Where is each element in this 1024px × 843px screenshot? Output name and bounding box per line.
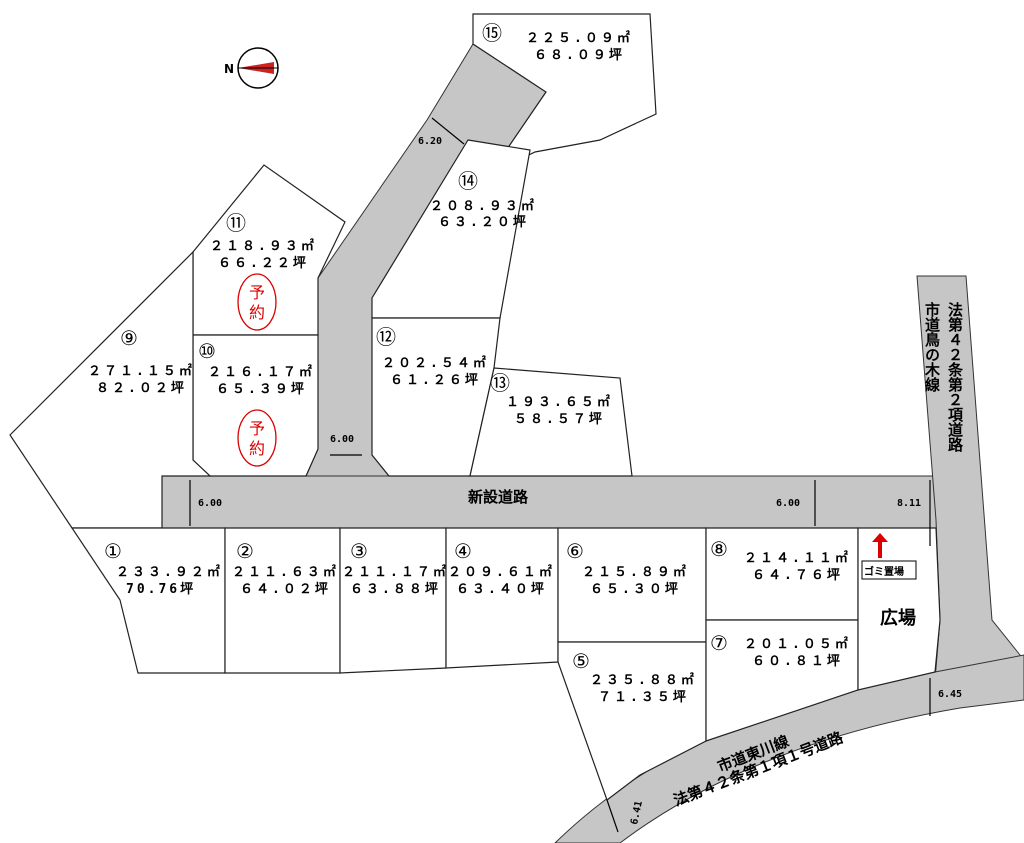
lot-3-number: ③: [350, 539, 368, 563]
lot-9-number: ⑨: [120, 326, 138, 350]
dim-8-11: 8.11: [897, 498, 921, 509]
lot-9-sqm: ２７１.１５㎡: [88, 363, 195, 379]
lot-2-tsubo: ６４.０２坪: [240, 582, 331, 597]
lot-3-sqm: ２１１.１７㎡: [342, 564, 449, 580]
garbage-label: ゴミ置場: [864, 565, 904, 578]
dimension-marks: [189, 117, 931, 833]
garbage-box: [861, 560, 917, 580]
tori-road-label: 市道鳥の木線: [923, 301, 941, 393]
lot-11-number: ⑪: [226, 211, 246, 235]
garbage-arrow-icon: [872, 533, 888, 558]
lot-4-sqm: ２０９.６１㎡: [448, 564, 555, 580]
lot-12-tsubo: ６１.２６坪: [390, 373, 481, 388]
dim-6-45: 6.45: [938, 689, 962, 700]
lot-10-tsubo: ６５.３９坪: [216, 382, 307, 397]
lot-15-number: ⑮: [482, 21, 502, 45]
lot-11-tsubo: ６６.２２坪: [218, 256, 309, 271]
lot-2-sqm: ２１１.６３㎡: [232, 564, 339, 580]
lot-6-number: ⑥: [566, 539, 584, 563]
lot-15-tsubo: ６８.０９坪: [534, 48, 625, 63]
lot-6-tsubo: ６５.３０坪: [590, 582, 681, 597]
lot-5-number: ⑤: [572, 649, 590, 673]
lot-4-number: ④: [454, 539, 472, 563]
lot-9-tsubo: ８２.０２坪: [96, 381, 187, 396]
reserved-mark-lot-10: 予 約: [237, 409, 277, 467]
lot-1-sqm: ２３３.９２㎡: [116, 564, 223, 580]
lot-14-tsubo: ６３.２０坪: [438, 215, 529, 230]
lot-10-number: ⑩: [198, 339, 216, 363]
reserved-text-1: 予: [249, 283, 265, 302]
lot-13-number: ⑬: [490, 371, 510, 395]
compass: N: [224, 47, 279, 89]
lot-7-sqm: ２０１.０５㎡: [744, 636, 851, 652]
lot-15-sqm: ２２５.０９㎡: [526, 30, 633, 46]
lot-3-tsubo: ６３.８８坪: [350, 582, 441, 597]
lot-13-sqm: １９３.６５㎡: [506, 394, 613, 410]
lot-10-sqm: ２１６.１７㎡: [208, 364, 315, 380]
lot-13: [469, 367, 633, 477]
lot-14-number: ⑭: [458, 169, 478, 193]
lot-12-sqm: ２０２.５４㎡: [382, 355, 489, 371]
dim-6-20: 6.20: [418, 136, 442, 147]
reserved-text-4: 約: [249, 439, 265, 458]
lot-2-number: ②: [236, 539, 254, 563]
lot-15: [472, 13, 657, 176]
tori-road-sub-label: 法第４２条第２項道路: [946, 301, 964, 452]
lot-1-number: ①: [104, 539, 122, 563]
compass-label: N: [224, 62, 234, 76]
dim-6-00-right: 6.00: [776, 498, 800, 509]
lot-4-tsubo: ６３.４０坪: [456, 582, 547, 597]
reserved-text-2: 約: [249, 303, 265, 322]
lot-12-number: ⑫: [376, 325, 396, 349]
dim-6-00-branch: 6.00: [330, 434, 354, 445]
new-road: [161, 475, 941, 529]
lot-14-sqm: ２０８.９３㎡: [430, 198, 537, 214]
new-road-label: 新設道路: [468, 488, 529, 506]
lot-6-sqm: ２１５.８９㎡: [582, 564, 689, 580]
lot-1-tsubo: 70.76坪: [126, 582, 196, 597]
lot-8-sqm: ２１４.１１㎡: [744, 550, 851, 566]
lot-5-tsubo: ７１.３５坪: [598, 690, 689, 705]
lot-8-number: ⑧: [710, 537, 728, 561]
dim-6-41: 6.41: [629, 800, 645, 826]
reserved-mark-lot-11: 予 約: [237, 273, 277, 331]
lot-8-tsubo: ６４.７６坪: [752, 568, 843, 583]
lot-7-tsubo: ６０.８１坪: [752, 654, 843, 669]
reserved-text-3: 予: [249, 419, 265, 438]
dim-6-00-left: 6.00: [198, 498, 222, 509]
lot-11-sqm: ２１８.９３㎡: [210, 238, 317, 254]
lot-7-number: ⑦: [710, 631, 728, 655]
plaza-label: 広場: [880, 607, 916, 629]
lot-5-sqm: ２３５.８８㎡: [590, 672, 697, 688]
lot-13-tsubo: ５８.５７坪: [514, 412, 605, 427]
lot-1: [70, 527, 226, 674]
